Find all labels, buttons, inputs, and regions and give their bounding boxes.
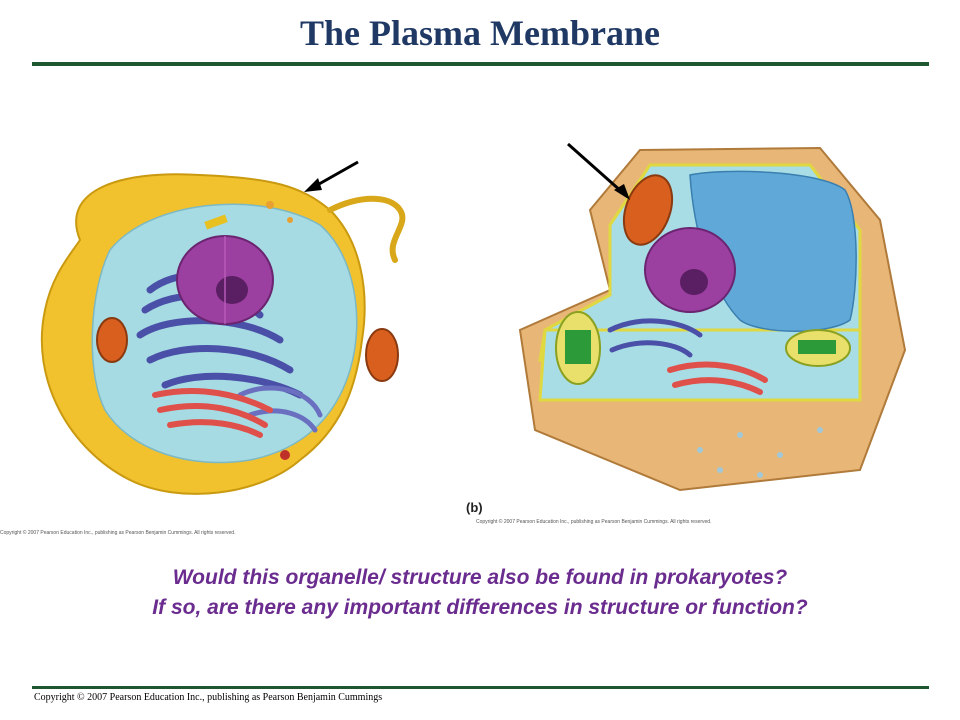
panel-b-label: (b)	[466, 500, 483, 515]
animal-cell	[40, 173, 406, 495]
copyright-footer: Copyright © 2007 Pearson Education Inc.,…	[34, 692, 383, 703]
figure-credit-left: Copyright © 2007 Pearson Education Inc.,…	[0, 530, 236, 536]
bottom-divider	[32, 686, 929, 689]
question-line-1: Would this organelle/ structure also be …	[172, 566, 788, 589]
plant-cell	[518, 146, 907, 492]
cell-illustration	[40, 142, 907, 495]
arrow-animal-membrane	[304, 160, 359, 192]
top-divider	[32, 62, 929, 66]
arrow-plant-membrane	[567, 142, 630, 200]
slide-title: The Plasma Membrane	[300, 13, 660, 53]
question-line-2: If so, are there any important differenc…	[152, 596, 808, 619]
figure-credit-right: Copyright © 2007 Pearson Education Inc.,…	[476, 519, 712, 525]
